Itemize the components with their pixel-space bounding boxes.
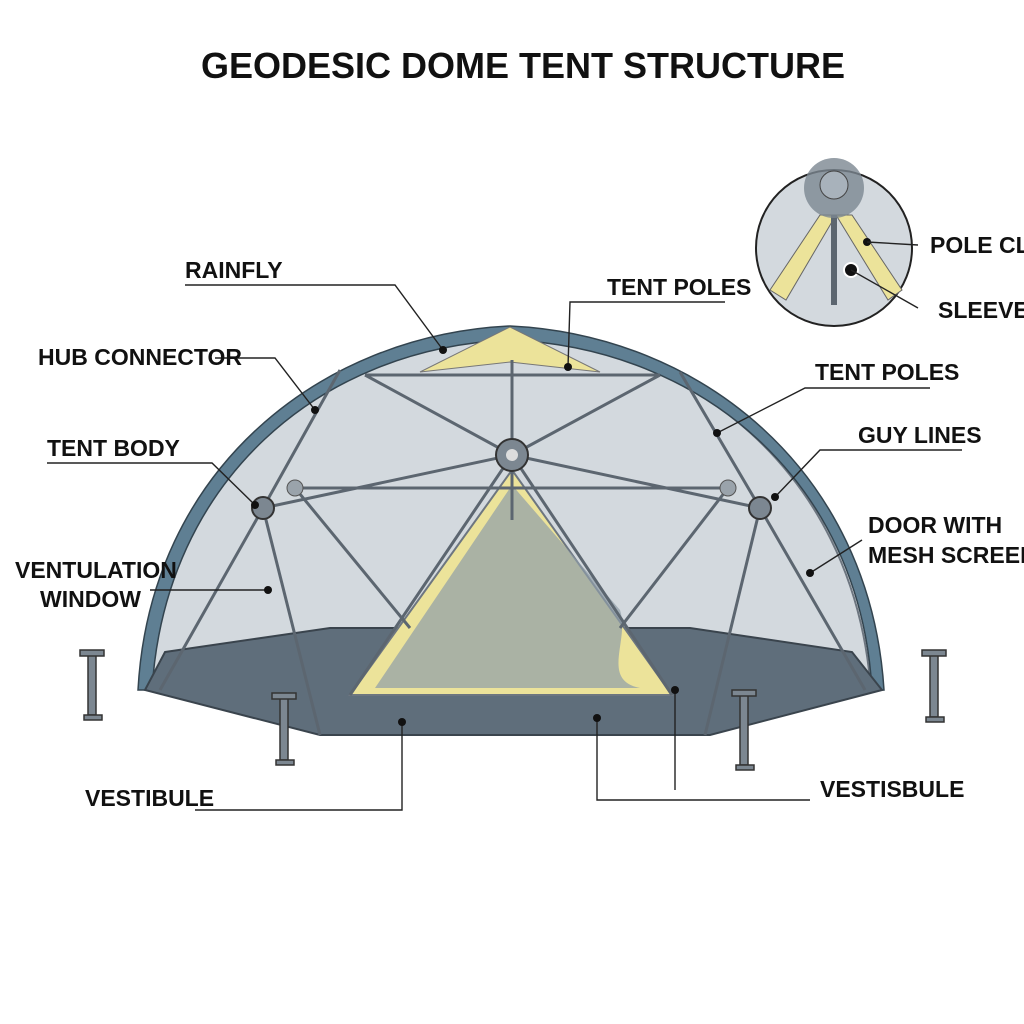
label-vestibule-left: VESTIBULE <box>85 785 214 811</box>
pole-clip-inset <box>755 158 919 327</box>
stakes <box>79 649 947 771</box>
rainfly-top-panel <box>419 326 601 373</box>
tent-poles <box>158 360 867 736</box>
tent-illustration <box>79 325 947 771</box>
hub-connector-right <box>748 496 772 520</box>
label-door-line1: DOOR WITH <box>868 512 1002 538</box>
label-tent-body: TENT BODY <box>47 435 180 461</box>
label-ventilation-window-line2: WINDOW <box>40 586 141 612</box>
leader-lines <box>47 284 962 811</box>
label-guy-lines: GUY LINES <box>858 422 982 448</box>
hub-connector-small-left <box>286 479 304 497</box>
label-rainfly: RAINFLY <box>185 257 283 283</box>
door-opening <box>375 485 640 688</box>
label-vestibule-right: VESTISBULE <box>820 776 964 802</box>
hub-center <box>506 449 518 461</box>
label-door-line2: MESH SCREEN <box>868 542 1024 568</box>
label-sleeve: SLEEVE <box>938 297 1024 323</box>
label-pole-clip: POLE CLIP <box>930 232 1024 258</box>
label-tent-poles-right: TENT POLES <box>815 359 959 385</box>
label-ventilation-window-line1: VENTULATION <box>15 557 177 583</box>
hub-connector-small-right <box>719 479 737 497</box>
label-hub-connector: HUB CONNECTOR <box>38 344 242 370</box>
diagram-title: GEODESIC DOME TENT STRUCTURE <box>201 45 845 86</box>
label-tent-poles-top: TENT POLES <box>607 274 751 300</box>
